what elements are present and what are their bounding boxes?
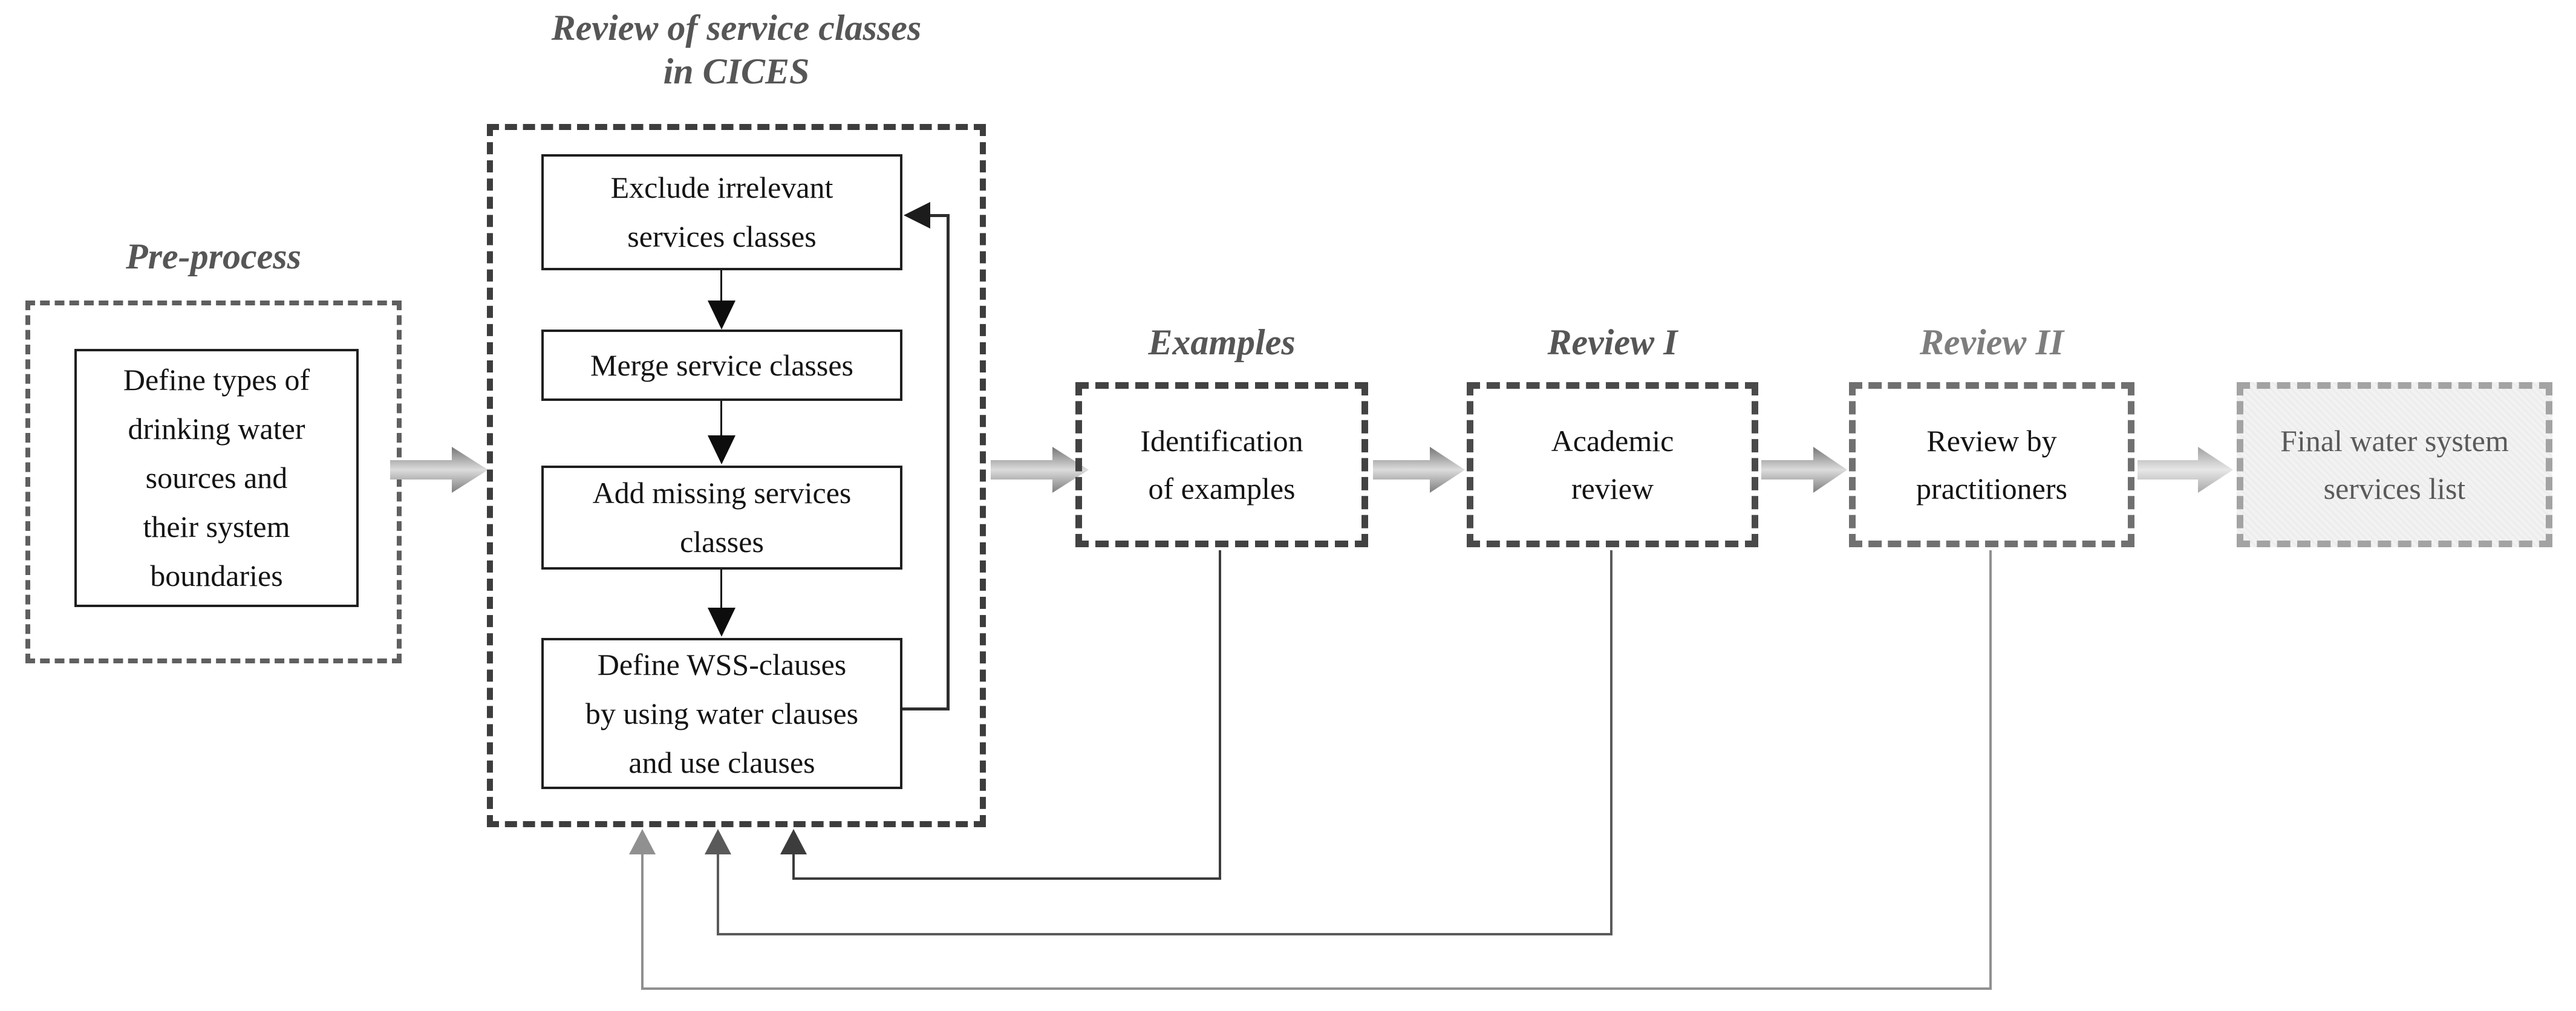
feedback-review1-riser — [717, 852, 719, 935]
cices-step-add: Add missing services classes — [541, 466, 902, 570]
feedback-review1-descender — [1610, 550, 1612, 935]
connector-line-1 — [720, 270, 722, 304]
cices-dashed-box — [487, 124, 986, 827]
preprocess-dashed-box — [25, 301, 402, 663]
review2-box-text: Review by practitioners — [1916, 423, 2067, 506]
cices-step-merge: Merge service classes — [541, 330, 902, 401]
down-arrow-icon-2 — [708, 435, 735, 464]
feedback-up-arrow-icon-review1 — [705, 829, 731, 854]
cices-feedback-vertical — [947, 214, 950, 710]
review2-dashed-box — [1849, 382, 2134, 547]
review1-label: Review I — [1547, 322, 1678, 362]
down-arrow-icon-3 — [708, 608, 735, 637]
flow-gradient-arrow-5 — [2137, 447, 2233, 493]
feedback-examples-horizontal — [792, 877, 1221, 880]
cices-feedback-left-arrow-icon — [904, 202, 930, 229]
cices-step-define: Define WSS-clauses by using water clause… — [541, 638, 902, 789]
cices-title: Review of service classes in CICES — [551, 8, 922, 91]
examples-label: Examples — [1148, 322, 1296, 362]
review2-label: Review II — [1919, 322, 2064, 362]
feedback-review2-horizontal — [641, 987, 1992, 990]
review1-dashed-box — [1467, 382, 1758, 547]
final-dashed-box — [2237, 382, 2552, 547]
feedback-examples-riser — [792, 852, 795, 880]
connector-line-2 — [720, 401, 722, 437]
feedback-up-arrow-icon-examples — [780, 829, 807, 854]
feedback-examples-descender — [1219, 550, 1221, 880]
review1-box-text: Academic review — [1551, 423, 1674, 506]
cices-step-exclude: Exclude irrelevant services classes — [541, 154, 902, 270]
preprocess-step-box: Define types of drinking water sources a… — [74, 349, 359, 607]
preprocess-label: Pre-process — [126, 236, 301, 276]
flow-gradient-arrow-2 — [991, 447, 1089, 493]
feedback-up-arrow-icon-review2 — [629, 829, 656, 854]
examples-box-text: Identification of examples — [1140, 423, 1303, 506]
feedback-review1-horizontal — [717, 933, 1612, 935]
cices-feedback-stub-top — [928, 214, 950, 217]
flow-gradient-arrow-4 — [1761, 447, 1847, 493]
examples-dashed-box — [1075, 382, 1368, 547]
down-arrow-icon-1 — [708, 301, 735, 330]
flow-gradient-arrow-3 — [1373, 447, 1465, 493]
flow-gradient-arrow-1 — [390, 447, 488, 493]
cices-feedback-stub-bottom — [902, 707, 950, 710]
final-box-text: Final water system services list — [2280, 423, 2509, 506]
feedback-review2-riser — [641, 852, 644, 990]
connector-line-3 — [720, 570, 722, 609]
feedback-review2-descender — [1989, 550, 1992, 990]
